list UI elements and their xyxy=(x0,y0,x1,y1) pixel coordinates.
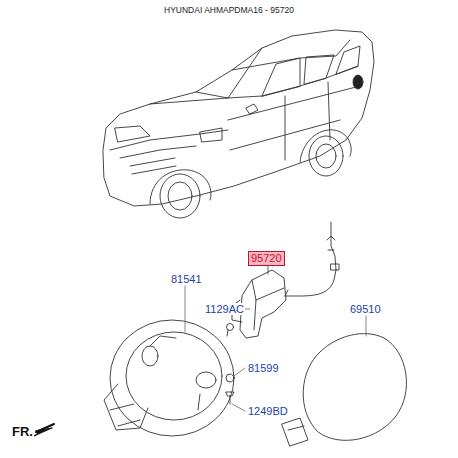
release-cable xyxy=(285,222,339,296)
callout-number: 81541 xyxy=(170,273,203,285)
actuator-illustration xyxy=(232,266,286,338)
front-direction-label: FR. xyxy=(12,425,33,439)
callout-number: 69510 xyxy=(349,303,382,315)
highlighted-part-number: 95720 xyxy=(248,251,285,266)
fuel-door-illustration xyxy=(282,334,406,446)
callout-number: 81599 xyxy=(247,362,280,374)
part-number: 95720 xyxy=(249,252,284,264)
leader-lines xyxy=(185,286,366,411)
front-arrow-shaft xyxy=(36,424,54,432)
diagram-title: HYUNDAI AHMAPDMA16 - 95720 xyxy=(164,6,294,15)
filler-housing-illustration xyxy=(104,320,234,436)
car-illustration xyxy=(103,30,374,218)
callout-number: 1249BD xyxy=(247,405,289,417)
callout-number: 1129AC xyxy=(204,303,245,315)
